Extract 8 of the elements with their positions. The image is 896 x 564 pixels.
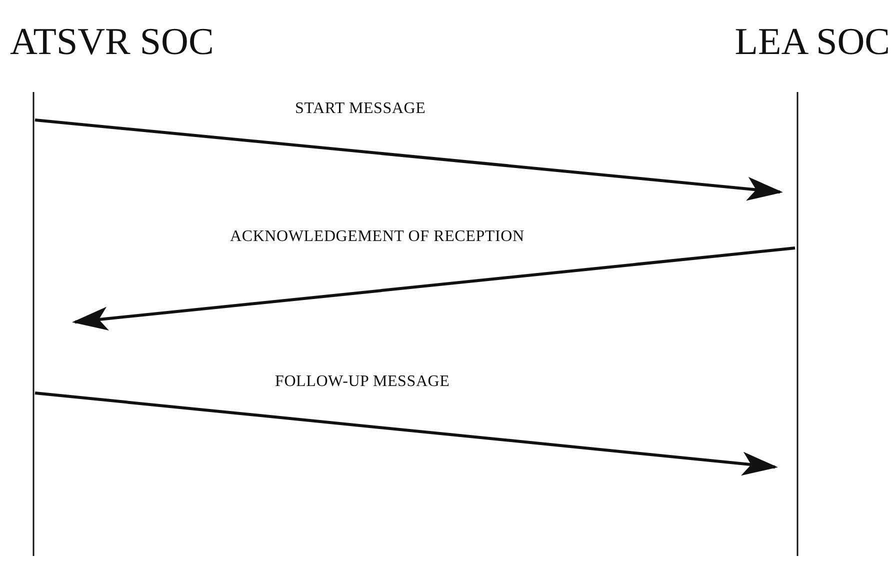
lifeline-heading: LEA SOC [734, 20, 890, 64]
message-label: START MESSAGE [295, 100, 426, 118]
lifeline-heading: ATSVR SOC [10, 20, 214, 64]
message-arrow [34, 392, 778, 476]
message-label: FOLLOW-UP MESSAGE [275, 373, 450, 391]
message-arrow [72, 246, 796, 331]
message-arrow [34, 118, 783, 201]
message-label: ACKNOWLEDGEMENT OF RECEPTION [230, 228, 524, 246]
